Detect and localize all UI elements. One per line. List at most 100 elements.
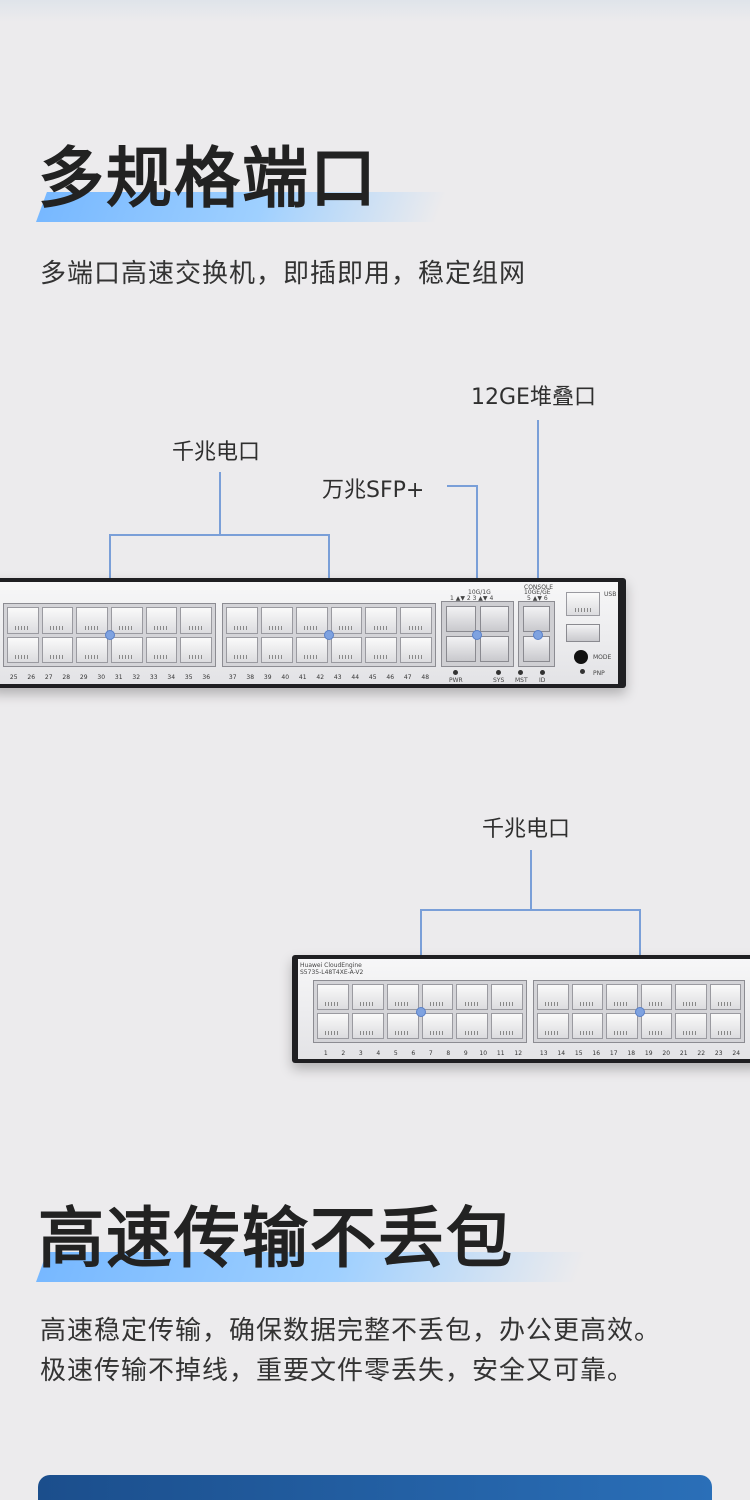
sfp-port: [446, 636, 476, 662]
rj45-port: [226, 607, 258, 634]
bottom-banner: [38, 1475, 712, 1500]
rj45-port: [295, 607, 328, 634]
top-fade: [0, 0, 750, 22]
rj45-port: [606, 1013, 638, 1039]
rj45-port: [7, 636, 39, 663]
rj45-port: [317, 1013, 349, 1039]
id-led: [540, 670, 545, 675]
callout-dot: [533, 630, 543, 640]
rj45-port: [330, 636, 363, 663]
callout-sfp-port: 万兆SFP+: [322, 478, 425, 503]
rj45-port: [606, 984, 638, 1010]
rj45-port: [76, 607, 108, 634]
usb-port: [566, 624, 600, 642]
rj45-port: [351, 1013, 384, 1039]
mst-label: MST: [515, 677, 528, 684]
rj45-port: [386, 984, 419, 1010]
switch-brand: Huawei CloudEngine: [300, 962, 362, 969]
rj45-port: [709, 984, 741, 1010]
rj45-port: [260, 607, 293, 634]
port-block-1-12: [313, 980, 527, 1043]
leader-line: [447, 485, 477, 487]
rj45-port: [640, 1013, 672, 1039]
rj45-port: [456, 984, 489, 1010]
rj45-port: [260, 636, 293, 663]
switch-model: S5735-L48T4XE-A-V2: [300, 969, 364, 976]
stack-numbers: 5 ▲▼ 6: [527, 595, 548, 602]
id-label: ID: [539, 677, 546, 684]
mode-label: MODE: [593, 654, 612, 661]
rj45-port: [180, 607, 212, 634]
rj45-port: [365, 607, 398, 634]
rj45-port: [330, 607, 363, 634]
leader-line: [420, 909, 641, 911]
sys-label: SYS: [493, 677, 505, 684]
mst-led: [518, 670, 523, 675]
sys-led: [496, 670, 501, 675]
callout-gig-port-top: 千兆电口: [172, 440, 261, 465]
rj45-port: [145, 636, 178, 663]
section-desc-line1: 高速稳定传输，确保数据完整不丢包，办公更高效。: [40, 1316, 662, 1346]
leader-line: [219, 472, 221, 534]
leader-line: [537, 420, 539, 635]
usb-label: USB: [604, 591, 617, 598]
port-block-37-48: [222, 603, 436, 667]
leader-line: [476, 485, 478, 635]
switch-top: [0, 578, 626, 688]
rj45-port: [709, 1013, 741, 1039]
rj45-port: [365, 636, 398, 663]
rj45-port: [41, 636, 74, 663]
rj45-port: [226, 636, 258, 663]
rj45-port: [180, 636, 212, 663]
rj45-port: [421, 1013, 454, 1039]
rj45-port: [110, 607, 143, 634]
sfp-port-block: [441, 601, 514, 667]
rj45-port: [400, 636, 432, 663]
rj45-port: [491, 1013, 523, 1039]
pnp-label: PNP: [593, 670, 605, 677]
sfp-port: [479, 636, 509, 662]
section-subtitle-ports: 多端口高速交换机，即插即用，稳定组网: [40, 259, 527, 289]
section-title-ports: 多规格端口: [38, 140, 378, 217]
rj45-port: [41, 607, 74, 634]
rj45-port: [675, 1013, 707, 1039]
callout-dot: [324, 630, 334, 640]
sfp-port: [446, 606, 476, 632]
rj45-port: [400, 607, 432, 634]
sfp-label: 10G/1G: [468, 589, 491, 596]
rj45-port: [640, 984, 672, 1010]
callout-dot: [105, 630, 115, 640]
rj45-port: [351, 984, 384, 1010]
leader-line: [530, 850, 532, 910]
console-port: [566, 592, 600, 616]
section-title-transfer: 高速传输不丢包: [38, 1200, 514, 1277]
callout-gig-port-bottom: 千兆电口: [482, 817, 571, 842]
pwr-led: [453, 670, 458, 675]
rj45-port: [456, 1013, 489, 1039]
callout-dot: [416, 1007, 426, 1017]
section-desc-line2: 极速传输不掉线，重要文件零丢失，安全又可靠。: [40, 1356, 635, 1386]
port-block-25-36: [3, 603, 216, 667]
rj45-port: [421, 984, 454, 1010]
rj45-port: [571, 984, 603, 1010]
pwr-label: PWR: [449, 677, 463, 684]
rj45-port: [110, 636, 143, 663]
callout-dot: [635, 1007, 645, 1017]
stack-label: 10GE/GE: [524, 589, 551, 596]
sfp-numbers: 1 ▲▼ 2 3 ▲▼ 4: [450, 595, 494, 602]
rj45-port: [317, 984, 349, 1010]
rj45-port: [295, 636, 328, 663]
callout-dot: [472, 630, 482, 640]
rj45-port: [491, 984, 523, 1010]
rj45-port: [537, 1013, 569, 1039]
rj45-port: [76, 636, 108, 663]
rj45-port: [7, 607, 39, 634]
rj45-port: [386, 1013, 419, 1039]
rj45-port: [537, 984, 569, 1010]
sfp-port: [479, 606, 509, 632]
port-block-13-24: [533, 980, 745, 1043]
rj45-port: [675, 984, 707, 1010]
